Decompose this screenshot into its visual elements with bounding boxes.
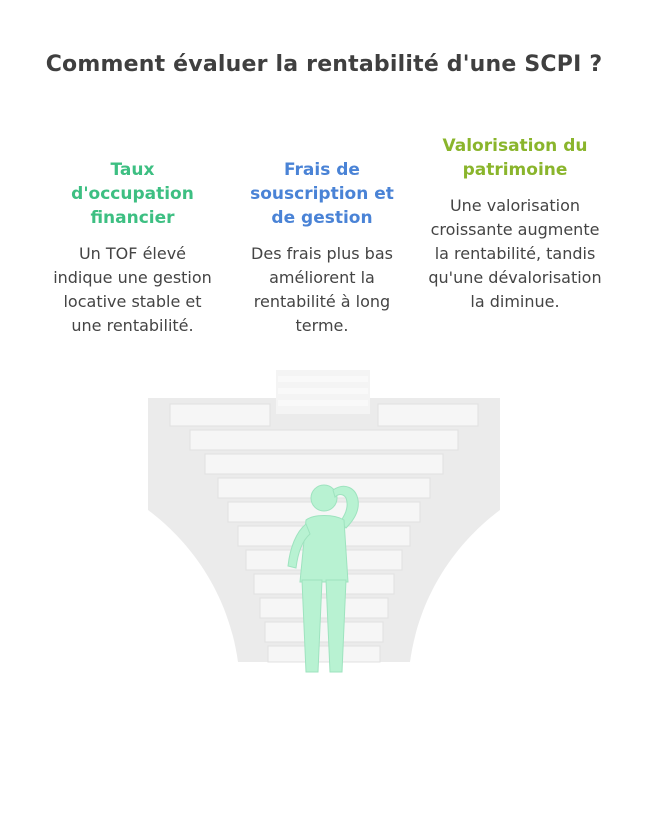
person-figure [287, 484, 359, 673]
column-description: Une valorisation croissante augmente la … [428, 196, 602, 311]
column-frais: Frais de souscription et de gestion Des … [232, 158, 412, 338]
column-description: Des frais plus bas améliorent la rentabi… [251, 244, 393, 335]
column-valorisation: Valorisation du patrimoine Une valorisat… [420, 134, 610, 314]
page-title: Comment évaluer la rentabilité d'une SCP… [45, 52, 603, 77]
column-heading: Taux d'occupation financier [71, 160, 194, 228]
column-heading: Valorisation du patrimoine [442, 136, 588, 180]
column-taux-occupation: Taux d'occupation financier Un TOF élevé… [45, 158, 220, 338]
column-description: Un TOF élevé indique une gestion locativ… [53, 244, 212, 335]
column-heading: Frais de souscription et de gestion [250, 160, 394, 228]
